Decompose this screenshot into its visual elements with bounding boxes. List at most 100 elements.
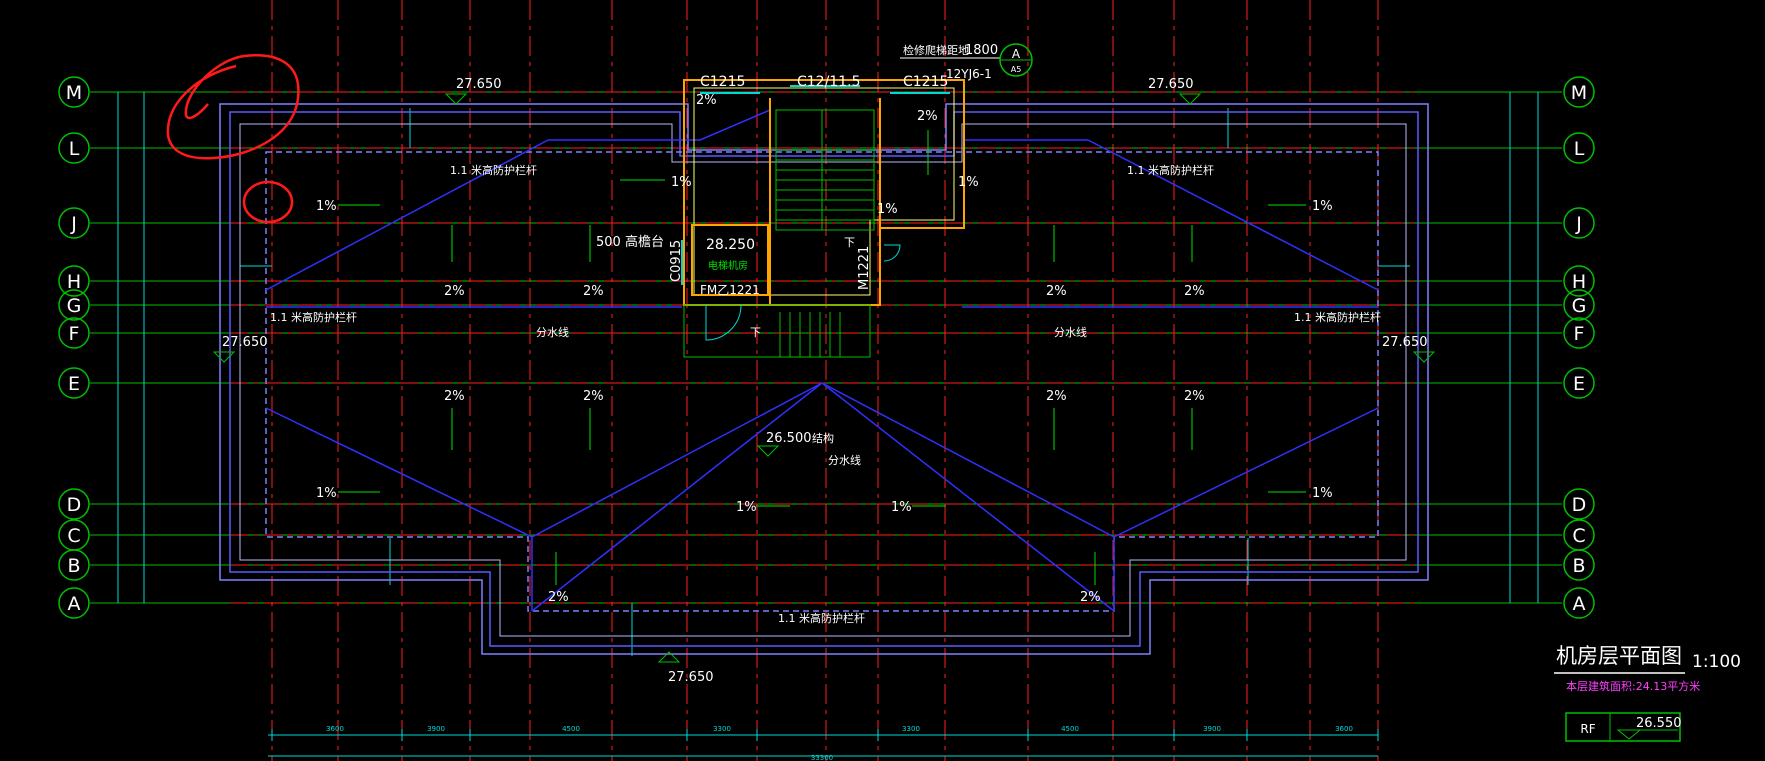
grid-bubble [58, 587, 90, 619]
slope-label: 2% [583, 389, 604, 404]
grid-label: D [67, 494, 82, 516]
divide-label-right: 分水线 [1054, 325, 1087, 339]
slope-label: 2% [917, 109, 938, 124]
top-annotation: 检修爬梯距地 1800 A A5 12YJ6-1 [900, 43, 1033, 81]
markup-circle-large [166, 54, 300, 160]
level-tag-box [1565, 712, 1681, 742]
grid-label: L [1574, 138, 1585, 160]
grid-label: M [66, 82, 82, 104]
stairs [683, 109, 875, 358]
machine-room-texts: C1215 C12/11.5 C1215 28.250 FM乙1221 下 下 … [596, 74, 948, 339]
divide-label-left: 分水线 [536, 325, 569, 339]
dim-text: 3900 [427, 725, 445, 733]
door-swings [705, 244, 901, 341]
slope-label: 1% [1312, 486, 1333, 501]
valley-line [1113, 407, 1379, 538]
grid-bubble [1563, 587, 1595, 619]
grid-label: B [67, 555, 80, 577]
room-level: 28.250 [706, 237, 755, 253]
elevation-triangle [1178, 93, 1202, 105]
elevation-triangle [756, 445, 780, 457]
markup-circles [166, 54, 300, 224]
elevation-structure-label: 结构 [812, 431, 834, 445]
grid-label: A [68, 593, 81, 615]
elevation-roof-top-left: 27.650 [456, 77, 502, 92]
slope-label: 1% [1312, 199, 1333, 214]
window-label-middle: C12/11.5 [797, 74, 860, 90]
right-door-swing [883, 244, 901, 262]
slope-label: 2% [1046, 284, 1067, 299]
slope-label: 1% [316, 486, 337, 501]
slope-label: 1% [736, 500, 757, 515]
elevation-roof-bottom: 27.650 [668, 670, 714, 685]
divide-label-center: 分水线 [828, 453, 861, 467]
elevation-triangle [212, 351, 236, 363]
top-annotation-text: 检修爬梯距地 [903, 43, 969, 57]
window-label-left: C1215 [700, 74, 745, 90]
valley-line [265, 407, 533, 538]
top-annotation-value: 1800 [965, 43, 998, 58]
valley-line [821, 382, 1115, 538]
ridge-line [699, 109, 771, 141]
elevation-triangle [444, 93, 468, 105]
railing-label-top-right: 1.1 米高防护栏杆 [1127, 163, 1214, 177]
grid-label: F [1574, 323, 1585, 345]
grid-label: C [67, 525, 80, 547]
grid-label: B [1572, 555, 1585, 577]
railing-label-right: 1.1 米高防护栏杆 [1294, 310, 1381, 324]
elevation-triangle [657, 651, 681, 663]
slope-label: 1% [877, 202, 898, 217]
slope-label: 2% [1184, 389, 1205, 404]
detail-sheet: A5 [1011, 65, 1022, 74]
grid-bubbles-right [1563, 76, 1595, 619]
slope-label: 2% [1080, 590, 1101, 605]
lower-stair-frame [683, 304, 871, 358]
drawing-scale: 1:100 [1692, 652, 1741, 672]
roof-gutter-edge [229, 111, 1419, 647]
railing-label-bottom: 1.1 米高防护栏杆 [778, 611, 865, 625]
grid-bubble [58, 76, 90, 108]
valley-line [531, 382, 823, 538]
stair-down-label-lower: 下 [750, 326, 761, 339]
grid-labels-right: M L J H G F E D C B A [1571, 82, 1587, 615]
door-label-right: M1221 [857, 246, 872, 290]
level-tag-triangle [1616, 729, 1642, 740]
platform-note: 500 高檐台 [596, 234, 664, 250]
slope-arrows [338, 130, 1306, 585]
roof-outer-edge [219, 103, 1429, 655]
elevation-texts: 27.650 27.650 27.650 27.650 26.500 结构 27… [222, 77, 1428, 685]
grid-label: L [69, 138, 80, 160]
grid-bubble [1563, 549, 1595, 581]
slope-label: 2% [583, 284, 604, 299]
dim-text: 4500 [1061, 725, 1079, 733]
dimension-chains [117, 92, 1539, 757]
railing-label-left: 1.1 米高防护栏杆 [270, 310, 357, 324]
window-marks [681, 85, 950, 285]
grid-label: H [67, 271, 81, 293]
dim-text: 3600 [1335, 725, 1353, 733]
slope-label: 2% [1046, 389, 1067, 404]
elevation-triangle [1412, 351, 1436, 363]
grid-bubble [58, 207, 90, 239]
slope-label: 2% [444, 284, 465, 299]
grid-bubble [58, 132, 90, 164]
vertical-grid-lines [271, 0, 1379, 761]
elevation-structure: 26.500 [766, 431, 812, 446]
elevation-roof-top-right: 27.650 [1148, 77, 1194, 92]
window-label-small: C0915 [669, 240, 684, 282]
grid-label: E [68, 373, 80, 395]
grid-bubble [1563, 289, 1595, 321]
grid-bubble [58, 488, 90, 520]
markup-circle-small [242, 180, 294, 224]
dim-total-text: 33300 [811, 754, 833, 761]
fire-door-swing [705, 304, 742, 341]
area-note: 本层建筑面积:24.13平方米 [1566, 679, 1700, 693]
level-value: 26.550 [1636, 716, 1682, 731]
title-block: 机房层平面图 1:100 本层建筑面积:24.13平方米 RF 26.550 [1554, 644, 1741, 742]
room-label: 电梯机房 [708, 259, 748, 272]
dim-text: 3300 [902, 725, 920, 733]
slope-label: 2% [696, 93, 717, 108]
grid-bubble [58, 549, 90, 581]
grid-bubble [1563, 207, 1595, 239]
